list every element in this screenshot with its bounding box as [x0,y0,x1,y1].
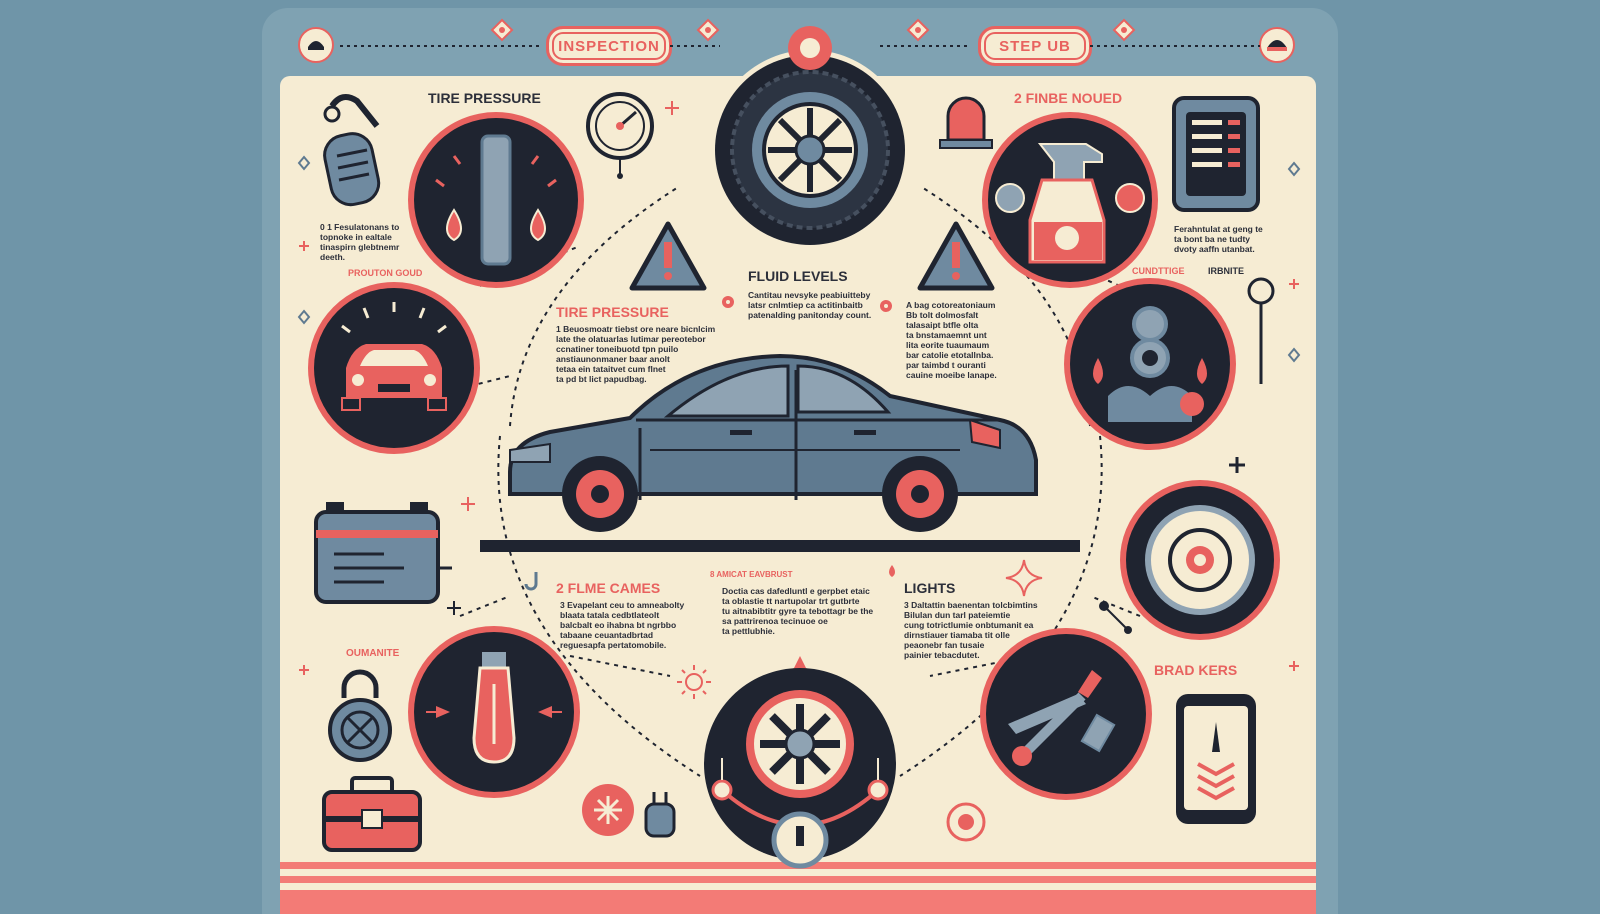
wrench-icon[interactable] [978,626,1158,802]
smartphone-icon[interactable] [1172,690,1262,830]
battery-icon[interactable] [314,498,454,608]
plus-icon [298,240,310,252]
fan-icon [578,780,638,840]
pressure-gauge-icon [312,86,392,207]
shield-badge-icon[interactable] [297,26,335,64]
connector-pin-icon [1098,600,1138,640]
diamond-icon [696,18,720,42]
diamond-icon [297,309,311,325]
warning-triangle-icon [916,220,996,292]
warning-light-icon [944,800,988,844]
plus-icon [1288,278,1300,290]
right-small-label: CUNDTTIGE [1132,266,1185,276]
sun-icon [676,664,712,700]
plus-icon [460,496,476,512]
plus-icon [298,664,310,676]
helmet-badge-icon[interactable] [1258,26,1296,64]
sparkle-icon [1004,558,1044,598]
header-dotted-line [340,45,1260,47]
bottom-stripe [280,890,1316,914]
bottom-stripe [280,876,1316,883]
tire-pressure-mid-title: TIRE PRESSURE [556,304,669,320]
fluid-levels-title: FLUID LEVELS [748,268,848,284]
top-right-title: 2 FINBE NOUED [1014,90,1123,106]
plus-icon [446,600,462,616]
warning-light-icon [936,90,996,160]
warning-triangle-icon [628,220,708,292]
plus-icon [1288,660,1300,672]
diamond-icon [1287,161,1301,177]
car-front-icon[interactable] [306,280,482,456]
diamond-icon [1287,347,1301,363]
lights-title: LIGHTS [904,580,956,596]
light-bulb-icon[interactable] [406,624,582,800]
lock-icon [320,668,400,768]
inspection-button[interactable]: INSPECTION [546,26,672,66]
control-panel-icon [1166,94,1266,214]
wheel-icon[interactable] [700,26,920,250]
diamond-icon [906,18,930,42]
spray-bottle-icon[interactable] [980,110,1160,290]
toolbox-icon[interactable] [322,776,422,852]
thermometer-icon[interactable] [406,110,586,290]
odometer-icon [584,90,664,180]
right-small-label-2: IRBNITE [1208,266,1244,276]
odometer-icon[interactable] [700,654,900,914]
engine-icon[interactable] [1062,276,1238,452]
gauge-stick-icon [1246,276,1276,386]
center-small-label: 8 AMICAT EAVBRUST [710,570,793,579]
plug-icon [640,790,680,840]
brake-disc-icon[interactable] [1118,478,1282,642]
sedan-car-icon[interactable] [480,350,1080,560]
bullet-icon [720,294,736,310]
diamond-icon [1112,18,1136,42]
diamond-icon [490,18,514,42]
plus-icon [664,100,680,116]
bullet-icon [878,298,894,314]
tire-pressure-title: TIRE PRESSURE [428,90,541,106]
bottom-left-label: OUMANITE [346,648,400,659]
plus-icon [1228,456,1246,474]
drop-icon [886,564,898,578]
diamond-icon [297,155,311,171]
hook-icon [524,570,542,592]
brad-kers-title: BRAD KERS [1154,662,1238,678]
flme-cames-title: 2 FLME CAMES [556,580,661,596]
left-small-label: PROUTON GOUD [348,268,423,278]
